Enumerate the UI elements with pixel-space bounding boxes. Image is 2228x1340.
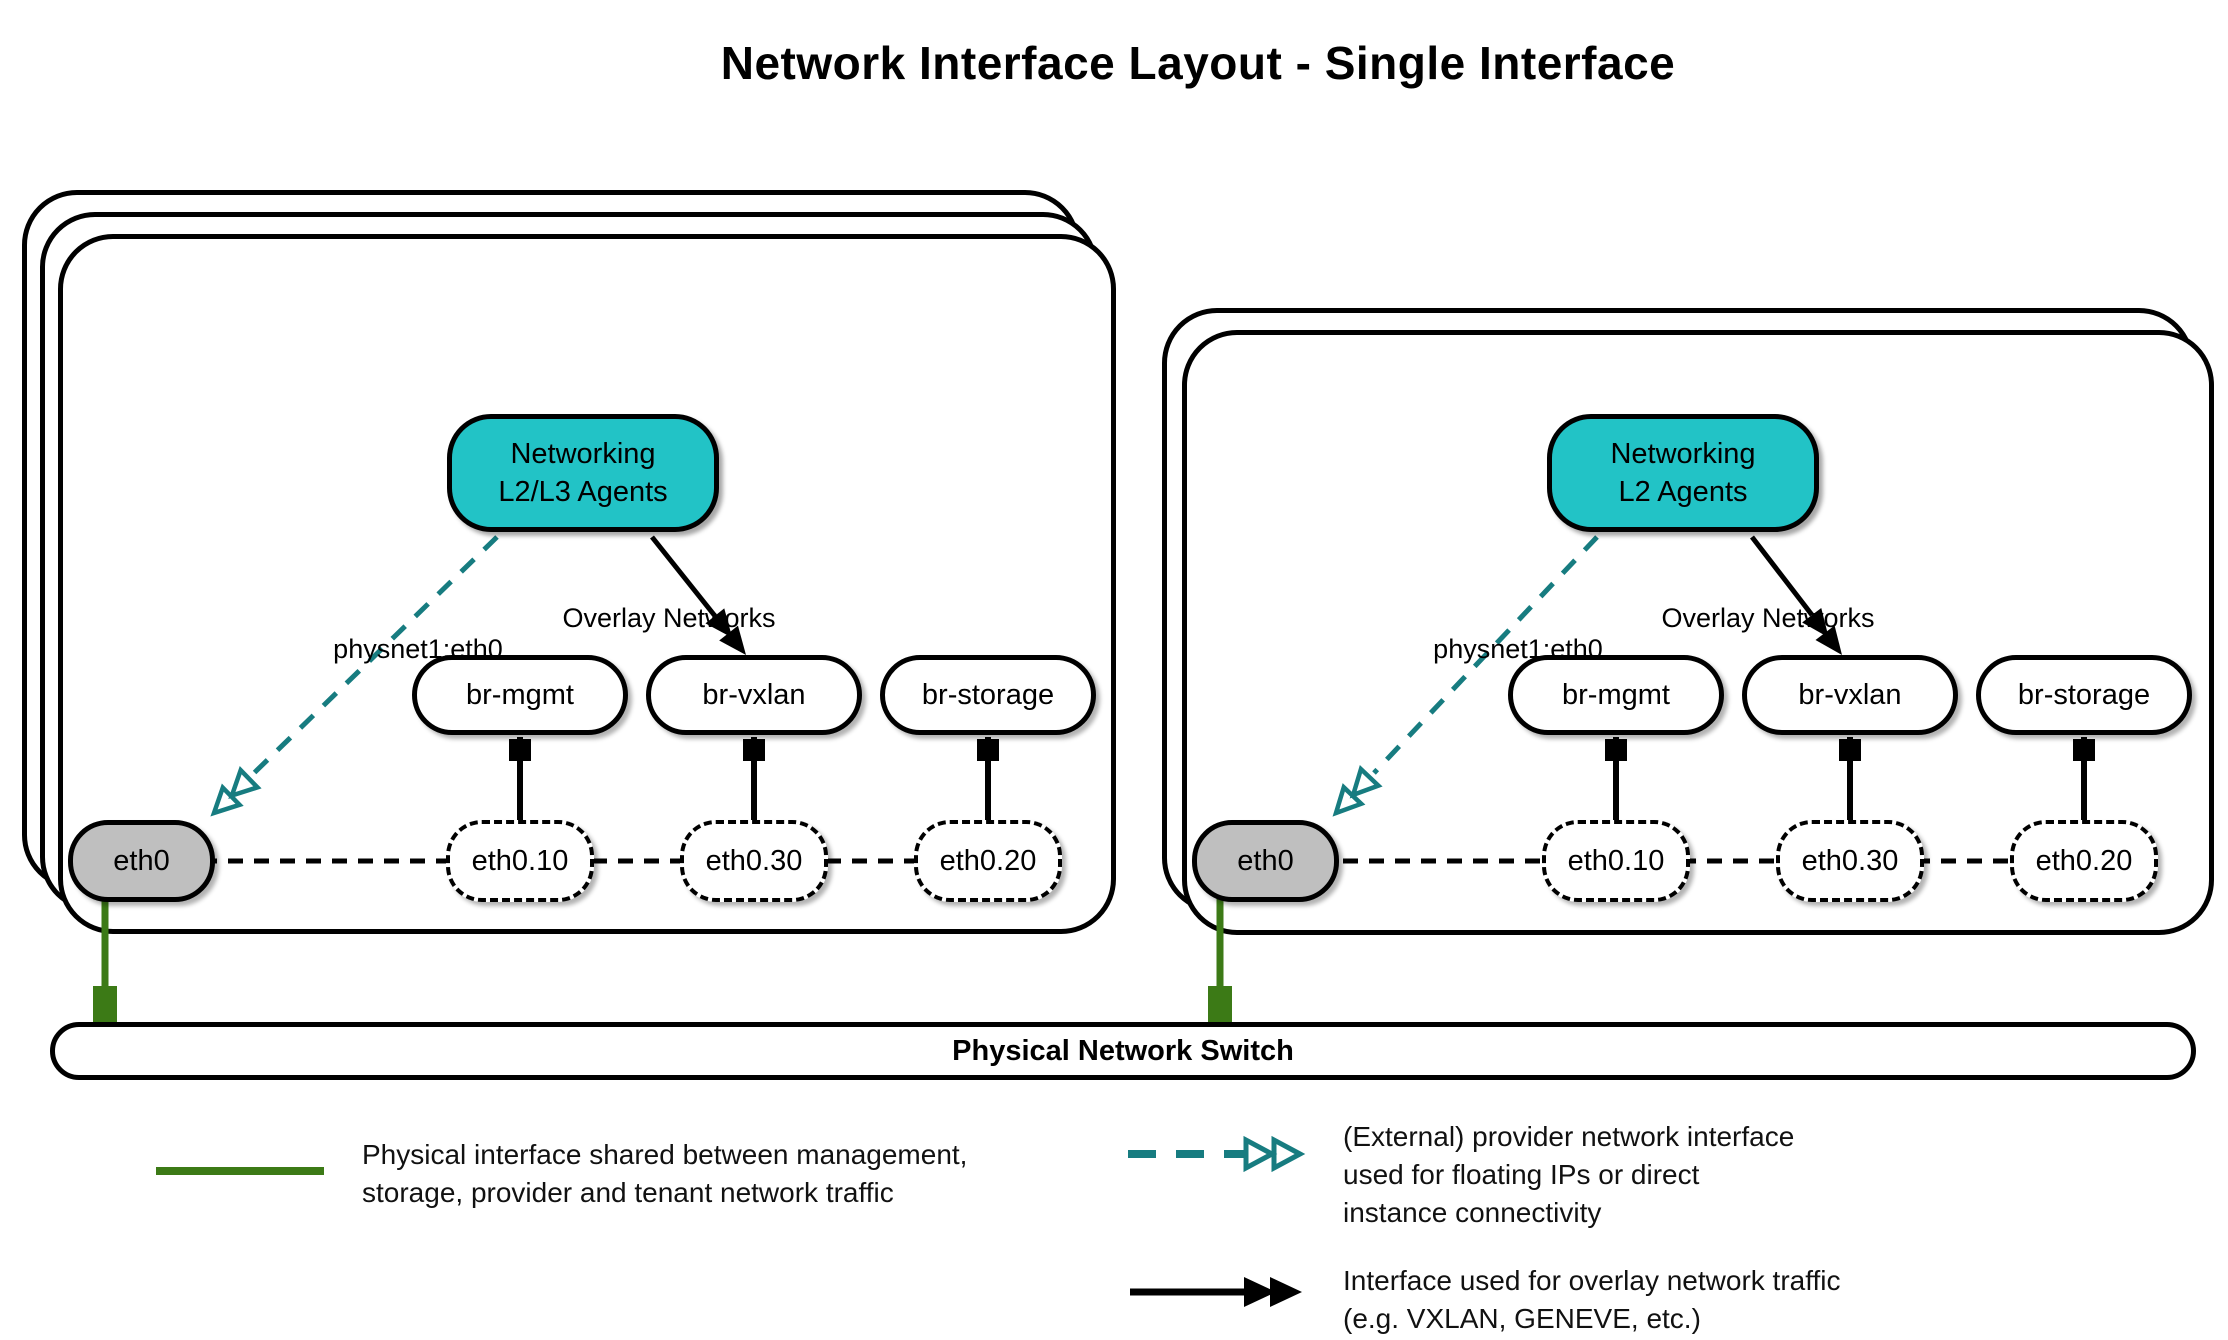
legend-overlay-arrow-text-line2: (e.g. VXLAN, GENEVE, etc.) — [1343, 1303, 1701, 1334]
interface-eth0-20-right: eth0.20 — [2010, 820, 2158, 902]
interface-eth0-20-left: eth0.20 — [914, 820, 1062, 902]
bridge-br-storage-left: br-storage — [880, 655, 1096, 735]
physical-uplink-left — [93, 898, 117, 1025]
interface-eth0-10-left: eth0.10 — [446, 820, 594, 902]
diagram-title: Network Interface Layout - Single Interf… — [720, 37, 1676, 89]
legend-provider-arrow-text-line3: instance connectivity — [1343, 1197, 1602, 1228]
bridge-connector-left-storage — [977, 737, 999, 822]
bridge-br-mgmt-left: br-mgmt — [412, 655, 628, 735]
overlay-arrow-right-icon — [1750, 535, 1842, 655]
bridge-connector-right-storage — [2073, 737, 2095, 822]
legend-provider-arrow-icon — [1128, 1135, 1306, 1173]
bridge-connector-right-vxlan — [1839, 737, 1861, 822]
interface-eth0-30-right: eth0.30 — [1776, 820, 1924, 902]
physical-uplink-right — [1208, 898, 1232, 1025]
physical-network-switch: Physical Network Switch — [50, 1022, 2196, 1080]
bridge-connector-right-mgmt — [1605, 737, 1627, 822]
legend-green-line-text: Physical interface shared between manage… — [362, 1136, 967, 1212]
legend-green-line-text-line1: Physical interface shared between manage… — [362, 1139, 968, 1170]
l2-agents-box: Networking L2 Agents — [1547, 414, 1819, 532]
legend-overlay-arrow-text: Interface used for overlay network traff… — [1343, 1262, 1841, 1338]
interface-eth0-left: eth0 — [68, 820, 215, 902]
l2-agents-line2: L2 Agents — [1618, 476, 1748, 508]
bridge-connector-left-vxlan — [743, 737, 765, 822]
physical-network-switch-label: Physical Network Switch — [952, 1034, 1294, 1067]
bridge-br-mgmt-right: br-mgmt — [1508, 655, 1724, 735]
legend-provider-arrow-text: (External) provider network interface us… — [1343, 1118, 1794, 1232]
interface-eth0-30-left: eth0.30 — [680, 820, 828, 902]
physnet-arrow-left-icon — [210, 535, 499, 817]
l2l3-agents-line2: L2/L3 Agents — [498, 476, 668, 508]
legend-overlay-arrow-text-line1: Interface used for overlay network traff… — [1343, 1265, 1841, 1296]
legend-green-line-text-line2: storage, provider and tenant network tra… — [362, 1177, 894, 1208]
bridge-br-storage-right: br-storage — [1976, 655, 2192, 735]
legend-provider-arrow-text-line2: used for floating IPs or direct — [1343, 1159, 1700, 1190]
l2-agents-line1: Networking — [1610, 438, 1756, 470]
legend-provider-arrow-text-line1: (External) provider network interface — [1343, 1121, 1795, 1152]
interface-eth0-10-right: eth0.10 — [1542, 820, 1690, 902]
interface-eth0-right: eth0 — [1192, 820, 1339, 902]
l2l3-agents-line1: Networking — [510, 438, 656, 470]
overlay-arrow-left-icon — [650, 535, 746, 655]
bridge-connector-left-mgmt — [509, 737, 531, 822]
bridge-br-vxlan-right: br-vxlan — [1742, 655, 1958, 735]
l2l3-agents-box: Networking L2/L3 Agents — [447, 414, 719, 532]
legend-green-line-icon — [156, 1167, 324, 1175]
physnet-arrow-right-icon — [1332, 535, 1599, 817]
overlay-label-left: Overlay Networks — [562, 603, 776, 633]
bridge-br-vxlan-left: br-vxlan — [646, 655, 862, 735]
overlay-label-right: Overlay Networks — [1661, 603, 1875, 633]
legend-overlay-arrow-icon — [1130, 1277, 1302, 1307]
physnet-label-left: physnet1:eth0 — [333, 634, 503, 664]
physnet-label-right: physnet1:eth0 — [1433, 634, 1603, 664]
control-plane-host-box — [58, 234, 1116, 934]
